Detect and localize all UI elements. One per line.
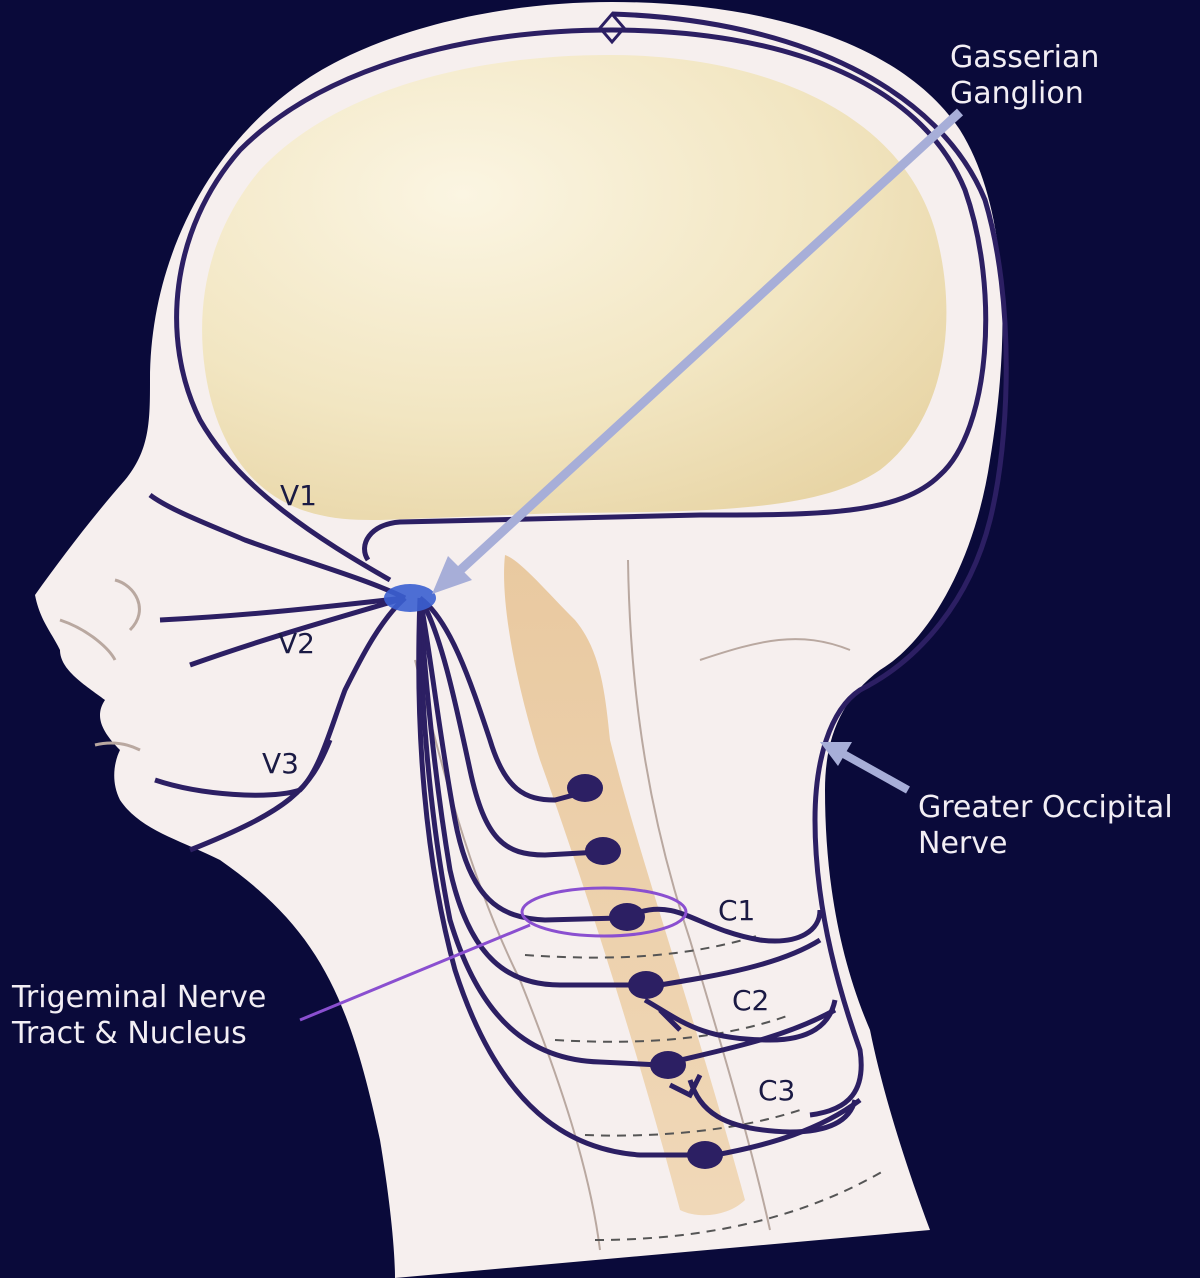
v3-label: V3 (262, 747, 299, 780)
v2-label: V2 (278, 627, 315, 660)
meningeal-nerve (174, 27, 989, 583)
trigeminal-label-line2: Tract & Nucleus (12, 1016, 247, 1051)
trigeminal-tract (416, 595, 700, 1158)
trigeminal-label-line1: Trigeminal Nerve (12, 980, 267, 1015)
c1-label: C1 (718, 894, 756, 927)
v1-label: V1 (280, 479, 317, 512)
dermatome-boundaries (524, 934, 886, 1241)
c3-label: C3 (758, 1074, 796, 1107)
v3-branch-lower (189, 739, 333, 853)
v2-branch-upper (159, 595, 406, 623)
gasserian-pointer (432, 108, 964, 594)
brain (202, 55, 947, 520)
occipital-pointer (820, 742, 910, 794)
sagittal-sinus-marker (598, 11, 626, 45)
gasserian-label-line1: Gasserian (950, 40, 1100, 75)
nucleus-cells (567, 774, 723, 1169)
v2-branch-lower (189, 595, 406, 668)
v1-branch (148, 492, 407, 601)
trigeminal-branches (148, 492, 407, 853)
tract-nucleus-outline (520, 886, 688, 938)
tract-nucleus-leader (299, 923, 531, 1022)
occipital-label-line2: Nerve (918, 826, 1008, 861)
occipital-label-line1: Greater Occipital (918, 790, 1173, 825)
gasserian-ganglion (384, 584, 436, 612)
spinal-column (504, 555, 745, 1216)
gasserian-label-line2: Ganglion (950, 76, 1084, 111)
c2-label: C2 (732, 984, 770, 1017)
